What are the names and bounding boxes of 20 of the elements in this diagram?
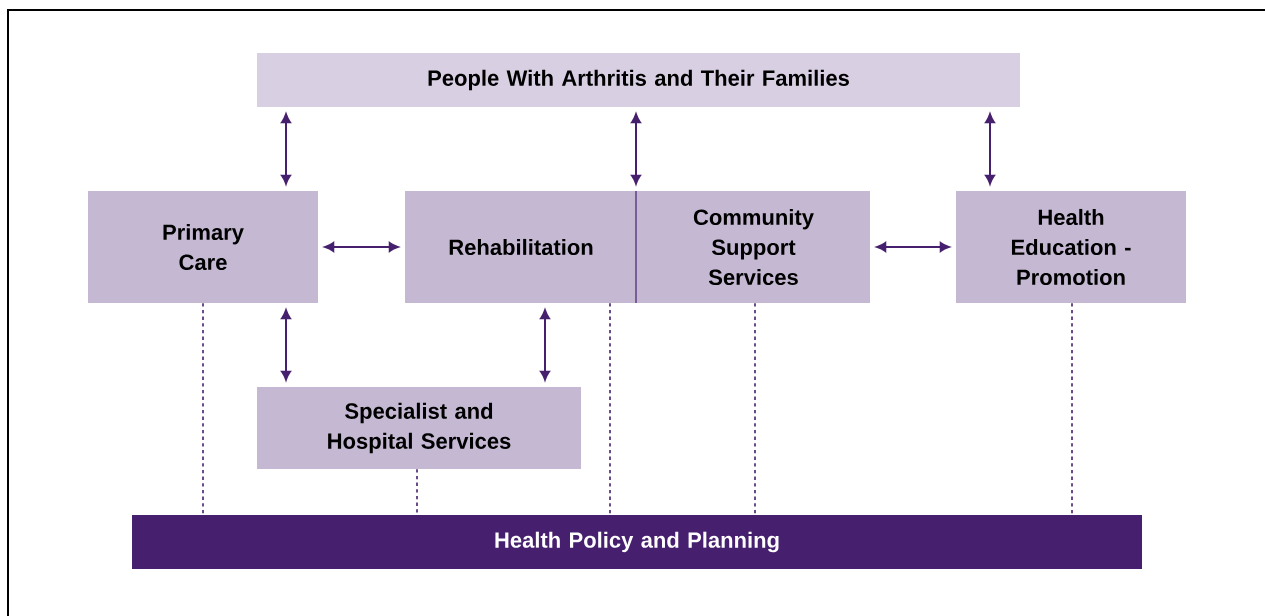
double-arrow [876,242,950,252]
process-box: Health Education - Promotion [956,191,1186,303]
process-box: Specialist and Hospital Services [257,387,581,469]
dotted-line [1071,302,1073,516]
dotted-line [754,302,756,516]
process-box: Rehabilitation [405,191,637,303]
double-arrow [281,309,291,381]
double-arrow [281,113,291,185]
double-arrow [324,242,399,252]
dotted-line [202,302,204,516]
dotted-line [609,302,611,516]
node-label: Community Support Services [693,208,814,286]
double-arrow [631,113,641,185]
double-arrow [985,113,995,185]
policy-band: Health Policy and Planning [132,515,1142,569]
double-arrow [540,309,550,381]
process-box: Community Support Services [637,191,870,303]
process-box: Primary Care [88,191,318,303]
group-band: People With Arthritis and Their Families [257,53,1020,107]
dotted-line [416,468,418,516]
